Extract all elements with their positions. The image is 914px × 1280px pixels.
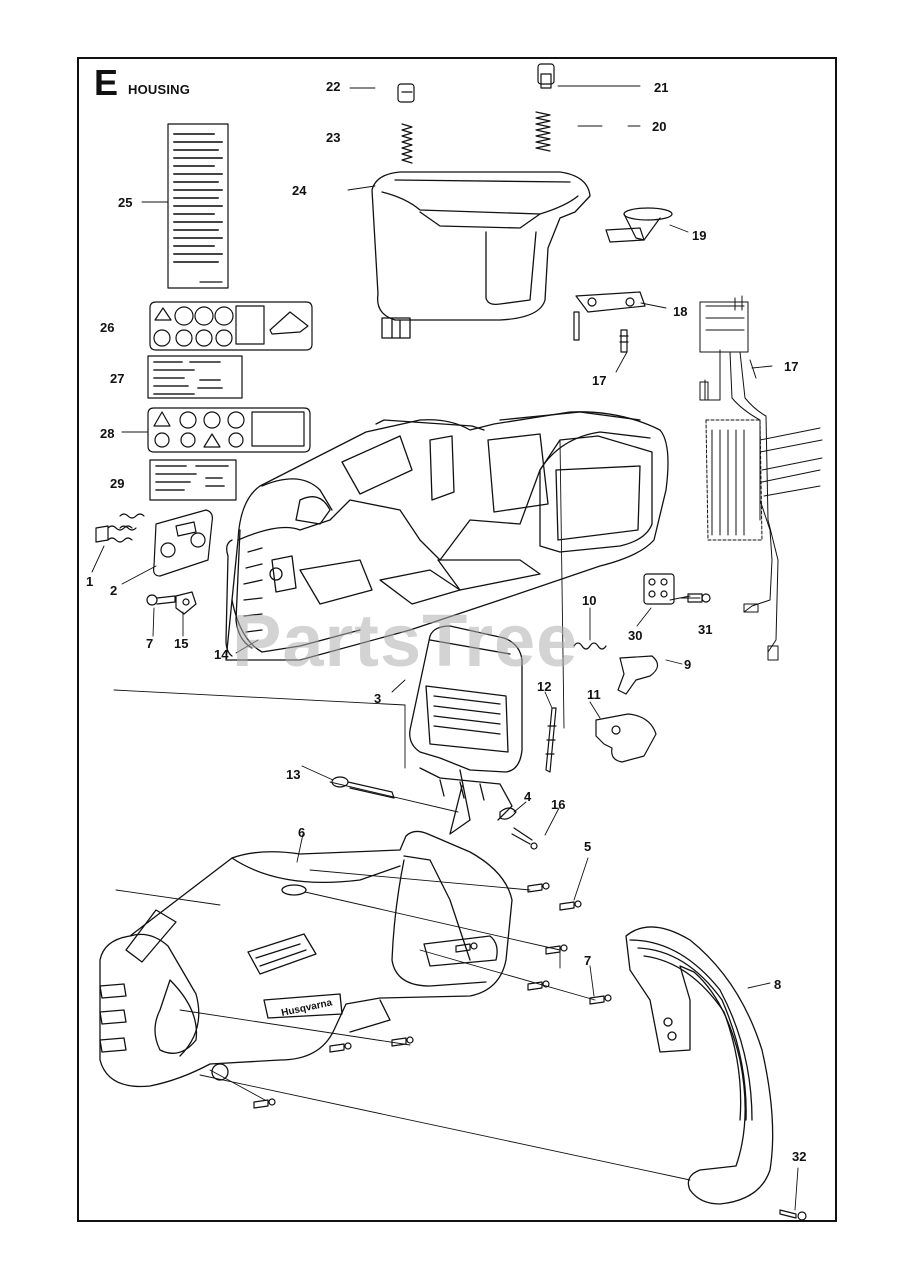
- callout-13: 13: [286, 767, 301, 782]
- part-27-nameplate: [147, 355, 243, 399]
- part-5-screws: [253, 882, 612, 1109]
- callout-17: 17: [592, 373, 607, 388]
- callout-25: 25: [118, 195, 133, 210]
- callout-8: 8: [774, 977, 782, 992]
- part-26-symbol-decal: [149, 301, 313, 351]
- callout-4: 4: [524, 789, 532, 804]
- callout-5: 5: [584, 839, 592, 854]
- part-3-filter-housing: [409, 625, 523, 835]
- callout-20: 20: [652, 119, 667, 134]
- callout-12: 12: [537, 679, 552, 694]
- part-13-pin: [331, 776, 395, 799]
- part-9-lever: [617, 655, 659, 695]
- callout-3: 3: [374, 691, 382, 706]
- callout-7: 7: [584, 953, 592, 968]
- part-16-screw: [511, 827, 538, 850]
- part-1-damper-springs: [95, 513, 145, 543]
- callout-21: 21: [654, 80, 669, 95]
- callout-6: 6: [298, 825, 306, 840]
- part-19-bracket: [605, 207, 673, 243]
- section-letter: E: [94, 62, 119, 103]
- part-17-screw: [619, 329, 629, 353]
- callout-14: 14: [214, 647, 229, 662]
- section-title: HOUSING: [128, 82, 191, 97]
- part-2-bracket-plate: [153, 509, 213, 577]
- part-32-screw: [779, 1209, 807, 1221]
- callout-24: 24: [292, 183, 307, 198]
- part-31-screw: [687, 593, 711, 603]
- part-15-clip: [175, 591, 197, 615]
- diagram-frame: [77, 57, 837, 1222]
- callout-26: 26: [100, 320, 115, 335]
- part-4-clip: [499, 807, 517, 820]
- callout-15: 15: [174, 636, 189, 651]
- part-29-nameplate: [149, 459, 237, 501]
- part-6-rear-handle: [99, 830, 513, 1088]
- part-14-crankcase: [225, 411, 669, 661]
- leader-lines: [91, 85, 799, 1211]
- wire-harness: [699, 295, 823, 661]
- watermark: PartsTree: [232, 599, 579, 682]
- part-30-terminal-block: [643, 573, 675, 605]
- callout-2: 2: [110, 583, 118, 598]
- callout-28: 28: [100, 426, 115, 441]
- callout-29: 29: [110, 476, 125, 491]
- callout-1: 1: [86, 574, 94, 589]
- part-8-front-handle: [625, 926, 774, 1205]
- callout-17: 17: [784, 359, 799, 374]
- callout-32: 32: [792, 1149, 807, 1164]
- callout-22: 22: [326, 79, 341, 94]
- part-20-spring: [535, 111, 551, 152]
- part-25-warning-label: [167, 123, 229, 289]
- part-24-tank: [371, 171, 591, 339]
- part-7-screw: [146, 594, 176, 606]
- callout-9: 9: [684, 657, 692, 672]
- part-11-trigger: [595, 713, 657, 763]
- callout-19: 19: [692, 228, 707, 243]
- callout-11: 11: [587, 687, 601, 702]
- callout-27: 27: [110, 371, 125, 386]
- part-28-symbol-decal: [147, 407, 311, 453]
- part-10-spring: [573, 642, 607, 650]
- part-12-rod: [545, 707, 557, 773]
- part-23-spring: [401, 123, 413, 164]
- callout-31: 31: [698, 622, 713, 637]
- callout-10: 10: [582, 593, 597, 608]
- callout-7: 7: [146, 636, 154, 651]
- part-22-cap: [397, 83, 415, 103]
- part-18-clamp: [573, 291, 646, 341]
- callout-16: 16: [551, 797, 566, 812]
- callout-18: 18: [673, 304, 688, 319]
- part-21-cap: [537, 63, 555, 89]
- callout-30: 30: [628, 628, 643, 643]
- callout-23: 23: [326, 130, 341, 145]
